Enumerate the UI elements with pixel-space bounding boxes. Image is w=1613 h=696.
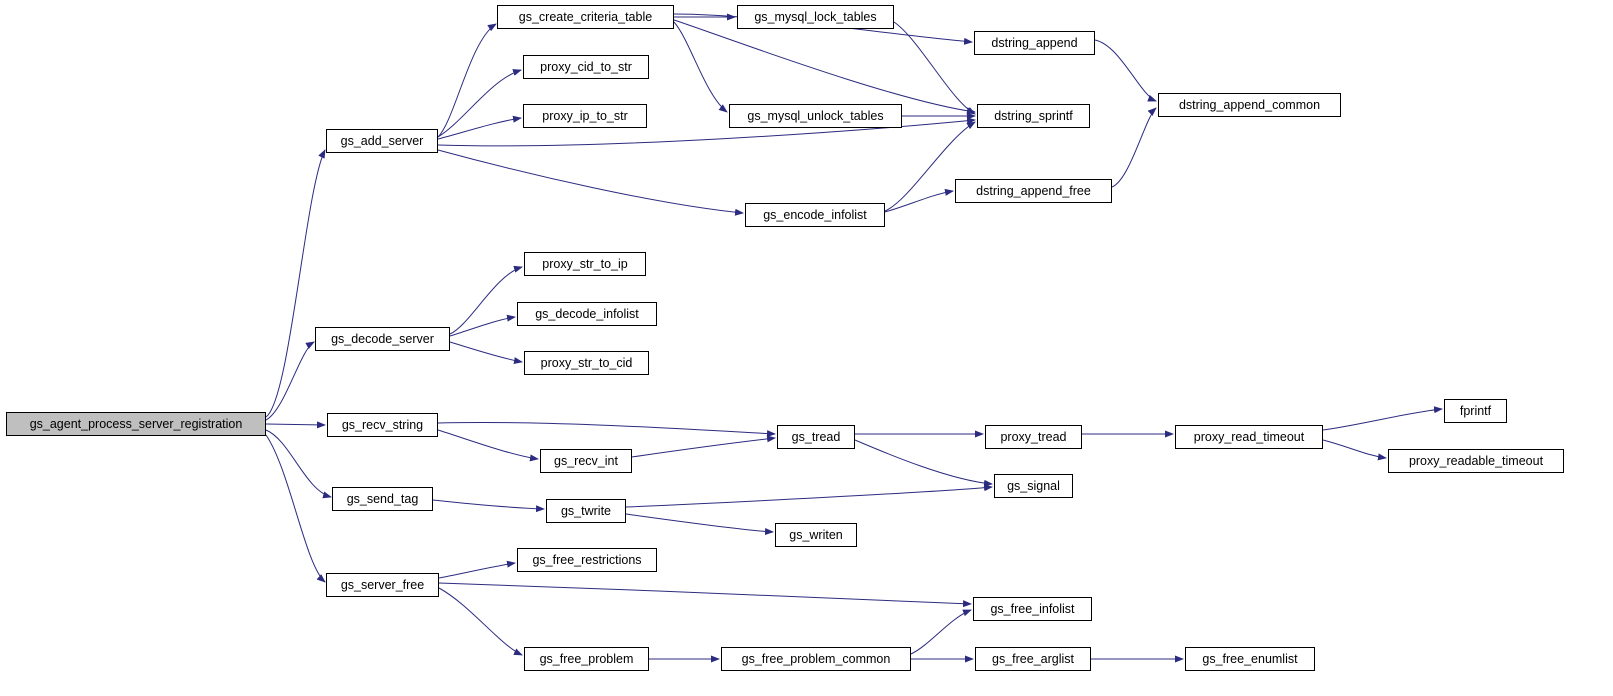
node-gs_tread[interactable]: gs_tread — [777, 425, 855, 449]
edge-gs_recv_int-to-gs_tread — [631, 435, 776, 458]
node-proxy_str_to_ip[interactable]: proxy_str_to_ip — [524, 252, 646, 276]
edge-root-to-gs_server_free — [265, 434, 326, 583]
node-dstring_append[interactable]: dstring_append — [974, 31, 1095, 55]
node-gs_free_infolist[interactable]: gs_free_infolist — [973, 597, 1092, 621]
node-gs_free_problem_common[interactable]: gs_free_problem_common — [721, 647, 911, 671]
edge-gs_twrite-to-gs_writen — [625, 513, 774, 536]
node-gs_free_arglist[interactable]: gs_free_arglist — [975, 647, 1091, 671]
node-proxy_cid_to_str[interactable]: proxy_cid_to_str — [523, 55, 649, 79]
edge-gs_mysql_lock_tables-to-dstring_sprintf — [893, 21, 976, 115]
node-gs_decode_infolist[interactable]: gs_decode_infolist — [517, 302, 657, 326]
edge-gs_twrite-to-gs_signal — [625, 484, 993, 508]
edge-gs_encode_infolist-to-dstring_append_free — [884, 188, 954, 213]
edge-proxy_read_timeout-to-fprintf — [1322, 406, 1443, 431]
node-fprintf[interactable]: fprintf — [1444, 399, 1507, 423]
node-proxy_ip_to_str[interactable]: proxy_ip_to_str — [523, 104, 647, 128]
edge-gs_create_criteria_table-to-dstring_sprintf — [673, 19, 976, 115]
node-gs_free_problem[interactable]: gs_free_problem — [524, 647, 649, 671]
edge-dstring_append-to-dstring_append_common — [1094, 39, 1157, 102]
node-gs_send_tag[interactable]: gs_send_tag — [332, 487, 433, 511]
edge-gs_server_free-to-gs_free_problem — [438, 587, 523, 656]
node-gs_free_enumlist[interactable]: gs_free_enumlist — [1185, 647, 1315, 671]
edge-gs_decode_server-to-proxy_str_to_cid — [449, 341, 523, 365]
node-dstring_append_free[interactable]: dstring_append_free — [955, 179, 1112, 203]
edge-gs_tread-to-gs_signal — [854, 439, 993, 487]
edge-gs_free_problem_common-to-gs_free_infolist — [910, 609, 972, 655]
node-gs_writen[interactable]: gs_writen — [775, 523, 857, 547]
edge-root-to-gs_recv_string — [265, 421, 326, 429]
node-dstring_append_common[interactable]: dstring_append_common — [1158, 93, 1341, 117]
node-proxy_tread[interactable]: proxy_tread — [985, 425, 1082, 449]
edge-gs_send_tag-to-gs_twrite — [432, 499, 545, 513]
edge-gs_decode_server-to-gs_decode_infolist — [449, 314, 516, 337]
node-gs_decode_server[interactable]: gs_decode_server — [315, 327, 450, 351]
node-gs_server_free[interactable]: gs_server_free — [326, 573, 439, 597]
node-gs_recv_string[interactable]: gs_recv_string — [327, 413, 438, 437]
node-gs_twrite[interactable]: gs_twrite — [546, 499, 626, 523]
edge-dstring_append_free-to-dstring_append_common — [1111, 107, 1157, 188]
node-gs_mysql_unlock_tables[interactable]: gs_mysql_unlock_tables — [729, 104, 902, 128]
node-proxy_readable_timeout[interactable]: proxy_readable_timeout — [1388, 449, 1564, 473]
edge-gs_create_criteria_table-to-gs_mysql_unlock_tables — [673, 21, 728, 113]
node-gs_signal[interactable]: gs_signal — [994, 474, 1073, 498]
edge-gs_add_server-to-proxy_cid_to_str — [437, 69, 522, 138]
node-gs_recv_int[interactable]: gs_recv_int — [540, 449, 632, 473]
node-gs_encode_infolist[interactable]: gs_encode_infolist — [745, 203, 885, 227]
node-gs_mysql_lock_tables[interactable]: gs_mysql_lock_tables — [737, 5, 894, 29]
edge-gs_server_free-to-gs_free_restrictions — [438, 560, 516, 579]
edge-root-to-gs_send_tag — [265, 429, 332, 499]
node-gs_create_criteria_table[interactable]: gs_create_criteria_table — [497, 5, 674, 29]
edge-root-to-gs_add_server — [265, 149, 326, 418]
edge-root-to-gs_decode_server — [265, 341, 315, 421]
node-proxy_str_to_cid[interactable]: proxy_str_to_cid — [524, 351, 649, 375]
edge-gs_recv_string-to-gs_tread — [437, 421, 776, 438]
edge-gs_add_server-to-gs_encode_infolist — [437, 149, 744, 216]
edge-gs_decode_server-to-proxy_str_to_ip — [449, 265, 523, 335]
node-gs_add_server[interactable]: gs_add_server — [326, 129, 438, 153]
node-dstring_sprintf[interactable]: dstring_sprintf — [977, 104, 1090, 128]
edge-gs_add_server-to-gs_create_criteria_table — [437, 23, 497, 138]
node-root[interactable]: gs_agent_process_server_registration — [6, 412, 266, 436]
node-gs_free_restrictions[interactable]: gs_free_restrictions — [517, 548, 657, 572]
node-proxy_read_timeout[interactable]: proxy_read_timeout — [1175, 425, 1323, 449]
edge-proxy_read_timeout-to-proxy_readable_timeout — [1322, 439, 1387, 461]
edge-gs_add_server-to-proxy_ip_to_str — [437, 115, 522, 140]
edge-gs_recv_string-to-gs_recv_int — [437, 429, 539, 462]
edge-gs_server_free-to-gs_free_infolist — [438, 582, 972, 608]
